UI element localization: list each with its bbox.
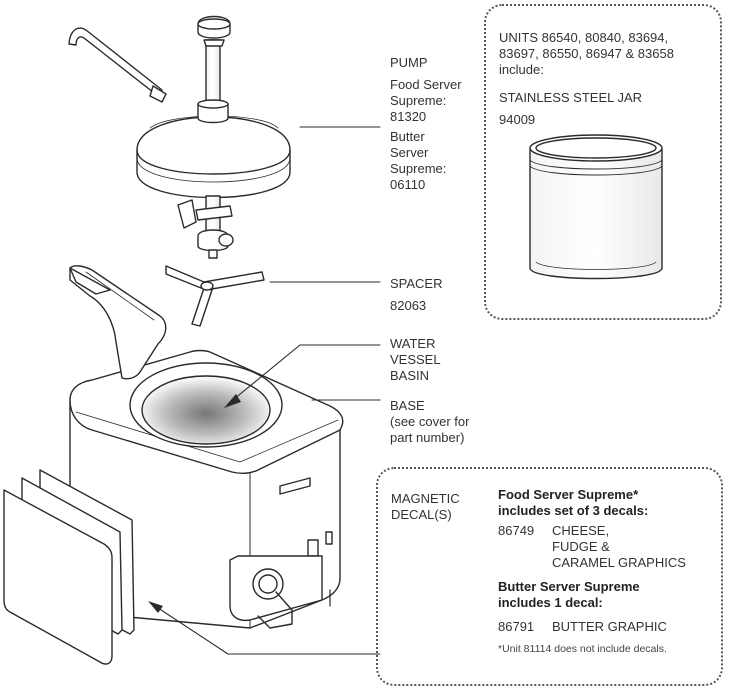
decal-label-line-2: DECAL(S) (391, 507, 452, 522)
food-server-heading-line-1: Food Server Supreme* (498, 487, 639, 502)
magnetic-decals (3, 469, 135, 665)
pump-lid (136, 116, 291, 199)
butter-decal-name: BUTTER GRAPHIC (552, 619, 667, 634)
spacer-part (165, 265, 265, 327)
base-handle (69, 265, 167, 380)
food-decal-row: 86749 CHEESE, FUDGE & CARAMEL GRAPHICS (498, 523, 686, 571)
pump-butter-server-line-3: Supreme: (390, 161, 447, 176)
pump-spout (68, 27, 163, 97)
pump-title: PUMP (390, 55, 428, 70)
water-vessel-line-3: BASIN (390, 368, 430, 383)
jar-name: STAINLESS STEEL JAR (499, 90, 643, 105)
jar-units-line-2: 83697, 86550, 86947 & 83658 (499, 46, 674, 61)
pump-butter-server-line-2: Server (390, 145, 429, 160)
decal-footnote: *Unit 81114 does not include decals. (498, 643, 667, 655)
butter-server-heading-line-1: Butter Server Supreme (498, 579, 640, 594)
pump-food-server-line-2: Supreme: (390, 93, 447, 108)
leader-arrowheads (148, 394, 241, 613)
base-label: BASE (see cover for part number) (390, 398, 469, 446)
pump-butter-server-line-1: Butter (390, 129, 425, 144)
leader-lines (151, 126, 381, 655)
spacer-label: SPACER 82063 (390, 276, 443, 314)
jar-units-text: UNITS 86540, 80840, 83694, 83697, 86550,… (499, 30, 674, 128)
decal-details: Food Server Supreme* includes set of 3 d… (498, 487, 686, 657)
butter-server-heading-line-2: includes 1 decal: (498, 595, 603, 610)
jar-number: 94009 (499, 112, 536, 127)
jar-units-line-3: include: (499, 62, 544, 77)
water-vessel-label: WATER VESSEL BASIN (390, 336, 441, 384)
decal-info-box: MAGNETIC DECAL(S) Food Server Supreme* i… (376, 467, 723, 686)
food-decal-number: 86749 (498, 523, 535, 538)
spacer-title: SPACER (390, 276, 443, 291)
water-vessel-line-1: WATER (390, 336, 436, 351)
decal-label-line-1: MAGNETIC (391, 491, 460, 506)
butter-decal-row: 86791 BUTTER GRAPHIC (498, 619, 686, 635)
base-unit (69, 265, 344, 629)
pump-food-server-line-1: Food Server (390, 77, 462, 92)
food-server-heading-line-2: includes set of 3 decals: (498, 503, 649, 518)
jar-info-box: UNITS 86540, 80840, 83694, 83697, 86550,… (484, 4, 722, 320)
pump-label: PUMP Food Server Supreme: 81320 Butter S… (390, 55, 462, 193)
base-note-line-1: (see cover for (390, 414, 470, 429)
food-decal-line-3: CARAMEL GRAPHICS (552, 555, 686, 570)
water-vessel-line-2: VESSEL (390, 352, 441, 367)
base-note-line-2: part number) (390, 430, 465, 445)
butter-decal-number: 86791 (498, 619, 535, 634)
pump-food-server-number: 81320 (390, 109, 427, 124)
stainless-steel-jar (529, 134, 663, 280)
base-title: BASE (390, 398, 425, 413)
decal-label: MAGNETIC DECAL(S) (391, 491, 460, 523)
pump-assembly (68, 15, 291, 259)
spacer-number: 82063 (390, 298, 427, 313)
food-decal-line-1: CHEESE, (552, 523, 610, 538)
pump-butter-server-number: 06110 (390, 177, 426, 192)
food-decal-line-2: FUDGE & (552, 539, 610, 554)
jar-units-line-1: UNITS 86540, 80840, 83694, (499, 30, 669, 45)
